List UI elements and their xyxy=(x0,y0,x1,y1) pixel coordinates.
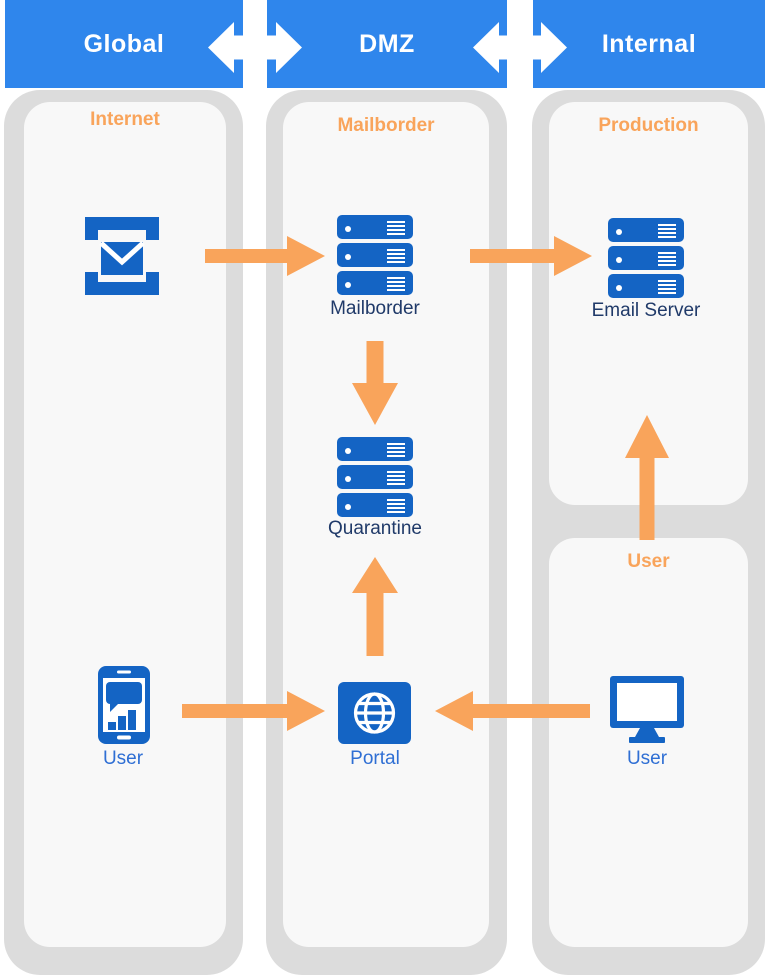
arrow-internaluser-to-emailserver-icon xyxy=(625,415,669,540)
global-user-label: User xyxy=(102,748,144,769)
arrow-mailborder-to-emailserver-icon xyxy=(470,236,592,276)
arrow-globaluser-to-portal-icon xyxy=(182,691,325,731)
internal-user-label: User xyxy=(626,748,668,769)
panel-production-title: Production xyxy=(598,115,699,136)
zone-header-internal: Internal xyxy=(533,0,765,88)
quarantine-label: Quarantine xyxy=(327,518,422,539)
panel-mailborder: Mailborder xyxy=(283,102,489,947)
zone-header-dmz-label: DMZ xyxy=(359,29,415,58)
portal-label: Portal xyxy=(350,748,400,769)
mailborder-server-stack-icon xyxy=(337,215,413,295)
arrow-portal-to-quarantine-icon xyxy=(352,557,398,656)
mailborder-label: Mailborder xyxy=(330,298,420,319)
arrow-internet-to-mailborder-icon xyxy=(205,236,325,276)
arrow-internaluser-to-portal-icon xyxy=(435,691,590,731)
user-smartphone-icon xyxy=(98,666,150,744)
quarantine-server-stack-icon xyxy=(337,437,413,517)
zone-header-global: Global xyxy=(5,0,243,88)
double-arrow-dmz-internal-icon xyxy=(473,22,567,73)
panel-mailborder-title: Mailborder xyxy=(337,115,435,136)
zone-header-dmz: DMZ xyxy=(267,0,507,88)
double-arrow-global-dmz-icon xyxy=(208,22,302,73)
email-server-label: Email Server xyxy=(591,300,701,321)
panel-internet-title: Internet xyxy=(90,109,160,130)
email-envelope-icon xyxy=(85,217,159,295)
panel-internal-user-title: User xyxy=(627,551,670,572)
zone-header-global-label: Global xyxy=(83,29,165,58)
user-monitor-icon xyxy=(610,676,684,743)
email-server-stack-icon xyxy=(608,218,684,298)
portal-globe-icon xyxy=(338,682,411,744)
zone-header-internal-label: Internal xyxy=(601,29,697,58)
arrow-mailborder-to-quarantine-icon xyxy=(352,341,398,425)
